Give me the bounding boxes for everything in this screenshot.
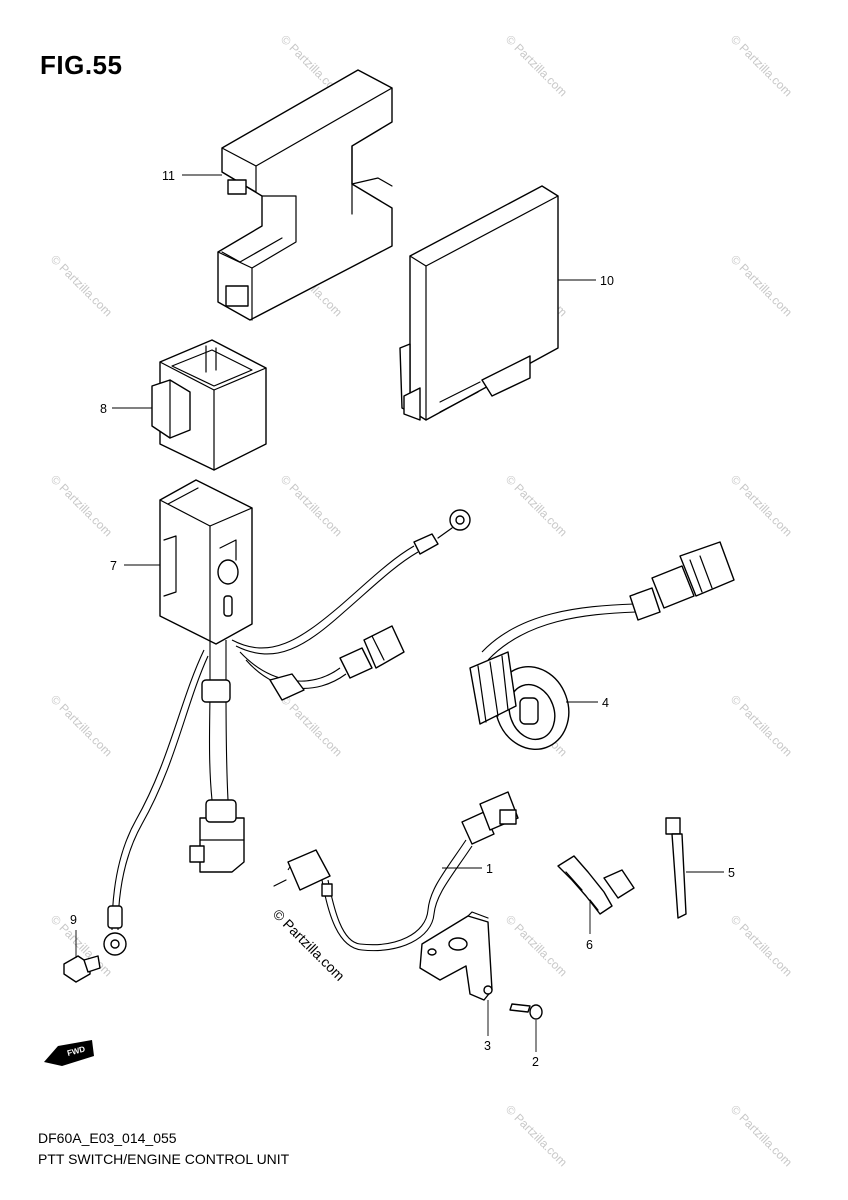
part-3-bracket[interactable] [419, 911, 493, 1001]
fwd-arrow-icon: FWD [44, 1040, 94, 1066]
part-7-ptt-switch[interactable] [103, 479, 471, 956]
watermark-text: © Partzilla.com [728, 252, 795, 319]
watermark-text: © Partzilla.com [503, 1102, 570, 1169]
part-6-clamp[interactable] [557, 855, 635, 915]
watermark-text: © Partzilla.com [503, 32, 570, 99]
part-8-relay[interactable] [151, 339, 267, 471]
part-2-screw[interactable] [509, 1003, 543, 1020]
figure-title: FIG.55 [40, 50, 123, 80]
callout-3[interactable]: 3 [484, 1039, 491, 1053]
callout-1[interactable]: 1 [486, 862, 493, 876]
part-1-sensor-lead[interactable] [273, 791, 519, 952]
watermark-text: © Partzilla.com [728, 472, 795, 539]
watermark-text: © Partzilla.com [48, 472, 115, 539]
callout-6[interactable]: 6 [586, 938, 593, 952]
watermark-text: © Partzilla.com [270, 906, 348, 984]
callouts: 11 10 8 7 4 1 5 6 3 2 9 [70, 169, 735, 1069]
callout-10[interactable]: 10 [600, 274, 614, 288]
leader-lines [75, 174, 724, 1052]
watermark-text: © Partzilla.com [48, 692, 115, 759]
callout-4[interactable]: 4 [602, 696, 609, 710]
part-10-ecu[interactable] [399, 185, 559, 421]
callout-7[interactable]: 7 [110, 559, 117, 573]
watermark-text: © Partzilla.com [278, 692, 345, 759]
part-5-cable-tie[interactable] [665, 817, 687, 919]
callout-9[interactable]: 9 [70, 913, 77, 927]
watermark-text: © Partzilla.com [728, 912, 795, 979]
callout-8[interactable]: 8 [100, 402, 107, 416]
watermark-text: © Partzilla.com [728, 32, 795, 99]
figure-description: PTT SWITCH/ENGINE CONTROL UNIT [38, 1151, 290, 1167]
figure-code: DF60A_E03_014_055 [38, 1130, 177, 1146]
callout-5[interactable]: 5 [728, 866, 735, 880]
part-11-cover[interactable] [217, 69, 393, 321]
watermark-text: © Partzilla.com [728, 692, 795, 759]
callout-11[interactable]: 11 [162, 169, 175, 183]
part-4-trim-switch[interactable] [469, 541, 735, 760]
watermark-text: © Partzilla.com [278, 472, 345, 539]
watermark-text: © Partzilla.com [503, 912, 570, 979]
part-9-bolt[interactable] [63, 955, 101, 983]
watermark-text: © Partzilla.com [728, 1102, 795, 1169]
watermark-text: © Partzilla.com [48, 252, 115, 319]
watermark-text: © Partzilla.com [503, 472, 570, 539]
callout-2[interactable]: 2 [532, 1055, 539, 1069]
